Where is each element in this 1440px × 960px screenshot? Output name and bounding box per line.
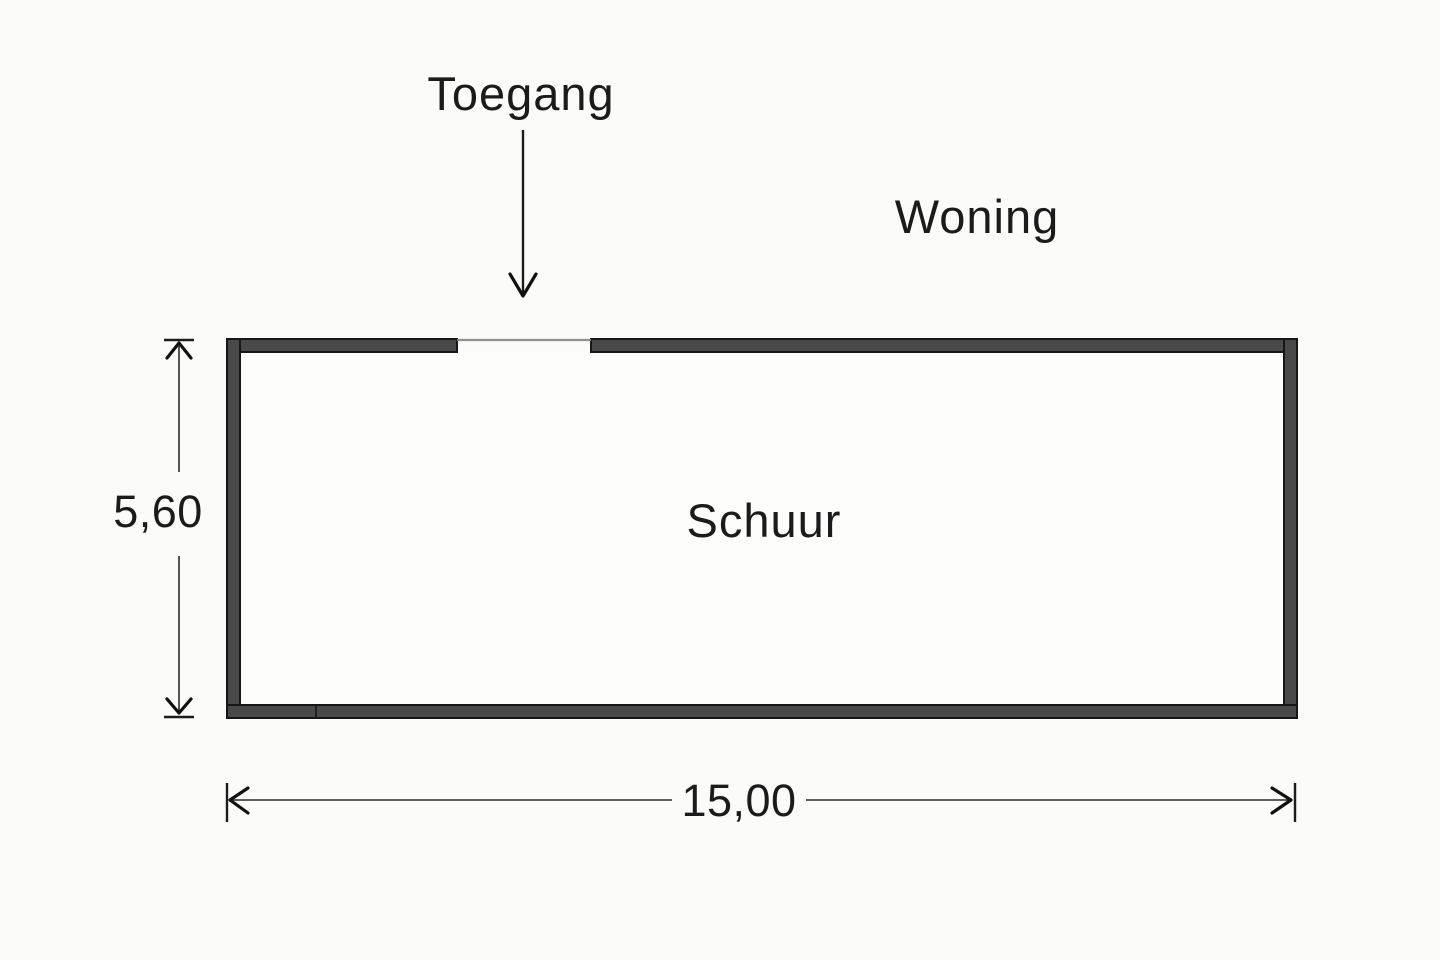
height-dimension-down-arrow-icon [165,697,193,715]
dwelling-label: Woning [895,190,1060,243]
height-dimension-up-arrow-icon [165,341,193,360]
width-dimension-left-arrow-icon [228,786,250,815]
height-dimension: 5,60 [113,338,203,719]
building-interior [240,352,1284,705]
entrance-label: Toegang [427,67,614,120]
bottom-wall [226,704,1298,719]
entrance-arrow [508,130,538,298]
height-dimension-label: 5,60 [113,486,203,537]
width-dimension: 15,00 [225,775,1297,826]
top-wall-left-segment [226,338,458,353]
width-dimension-label: 15,00 [681,775,796,826]
left-wall [226,338,241,719]
room-label: Schuur [687,494,842,547]
right-wall [1283,338,1298,719]
top-wall-right-segment [590,338,1298,353]
width-dimension-right-arrow-icon [1270,786,1293,815]
entrance-arrow-head-icon [508,272,538,298]
building-walls [226,338,1298,719]
